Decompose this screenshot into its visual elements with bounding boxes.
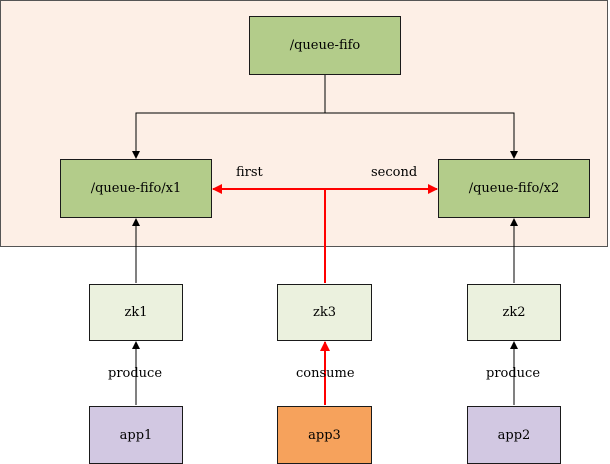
first-label: first (236, 165, 263, 180)
root-to-x2-line (325, 112, 518, 159)
consume-label: consume (296, 366, 355, 381)
znode-x2-label: /queue-fifo/x2 (468, 181, 560, 196)
znode-root-label: /queue-fifo (289, 38, 361, 53)
app1-box: app1 (89, 406, 183, 464)
znode-x2: /queue-fifo/x2 (438, 159, 590, 218)
zk1-client: zk1 (89, 284, 183, 341)
app1-label: app1 (119, 427, 153, 443)
produce-label-right: produce (486, 366, 541, 381)
zk3-label: zk3 (313, 305, 336, 320)
app2-box: app2 (467, 406, 561, 464)
znode-x1-label: /queue-fifo/x1 (90, 181, 182, 196)
znode-root: /queue-fifo (249, 16, 401, 75)
zk2-client: zk2 (467, 284, 561, 341)
root-to-x1-line (132, 75, 326, 159)
znode-x1: /queue-fifo/x1 (60, 159, 212, 218)
zk1-label: zk1 (124, 305, 148, 320)
app2-label: app2 (497, 427, 531, 443)
produce-label-left: produce (108, 366, 163, 381)
second-label: second (371, 165, 418, 180)
zk3-client: zk3 (277, 284, 372, 341)
app3-box: app3 (277, 406, 372, 464)
app3-label: app3 (308, 427, 341, 443)
zk2-label: zk2 (502, 305, 526, 320)
